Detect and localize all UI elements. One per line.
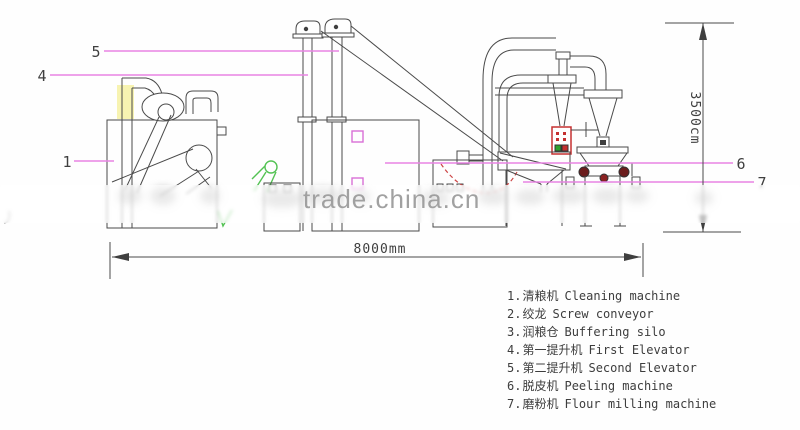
legend-zh: 第一提升机 [522,343,583,357]
legend-item: 5.第二提升机 Second Elevator [507,359,716,377]
callout-lines: 5 4 1 6 7 [37,43,766,192]
legend-number: 4. [507,343,522,357]
green-indicator-light [554,144,562,152]
legend-number: 3. [507,325,522,339]
inclined-chute-2 [350,25,514,158]
legend-item: 1.清粮机 Cleaning machine [507,287,716,305]
watermark-fog-band [0,185,800,223]
callout-number-7: 7 [757,174,766,192]
legend-en: First Elevator [588,343,690,357]
cyclone-2-drawing [583,89,623,148]
legend-zh: 第二提升机 [522,361,583,375]
cyclone-1-drawing [547,74,577,127]
legend: 1.清粮机 Cleaning machine 2.绞龙 Screw conveyor… [507,287,716,413]
legend-zh: 绞龙 [522,307,547,321]
legend-item: 7.磨粉机 Flour milling machine [507,395,716,413]
height-dimension-label: 3500cm [687,92,702,145]
control-box [551,122,598,155]
legend-item: 4.第一提升机 First Elevator [507,341,716,359]
silo-hatch-upper [351,130,364,143]
callout-number-5: 5 [91,43,100,61]
legend-number: 1. [507,289,522,303]
dimension-width: 8000mm [109,242,644,279]
red-indicator-light [561,144,569,152]
width-dimension-label: 8000mm [354,242,407,257]
legend-en: Flour milling machine [564,397,717,411]
callout-number-1: 1 [62,153,71,171]
callout-number-6: 6 [736,155,745,173]
legend-zh: 清粮机 [522,289,559,303]
legend-item: 6.脱皮机 Peeling machine [507,377,716,395]
material-flow-dashed [440,163,519,194]
legend-en: Buffering silo [564,325,666,339]
legend-item: 3.润粮仓 Buffering silo [507,323,716,341]
legend-item: 2.绞龙 Screw conveyor [507,305,716,323]
inclined-chute-1 [320,30,504,162]
legend-en: Cleaning machine [564,289,681,303]
yellow-highlight [117,85,134,119]
legend-number: 5. [507,361,522,375]
legend-zh: 润粮仓 [522,325,559,339]
buffering-silo-drawing [311,119,420,232]
legend-zh: 脱皮机 [522,379,559,393]
legend-number: 7. [507,397,522,411]
callout-number-4: 4 [37,67,46,85]
legend-number: 6. [507,379,522,393]
pipes-drawing [482,37,607,190]
second-elevator-drawing [320,18,514,231]
legend-en: Second Elevator [588,361,697,375]
legend-number: 2. [507,307,522,321]
legend-en: Peeling machine [564,379,673,393]
legend-en: Screw conveyor [552,307,654,321]
legend-zh: 磨粉机 [522,397,559,411]
watermark-text: trade.china.cn [303,184,481,214]
